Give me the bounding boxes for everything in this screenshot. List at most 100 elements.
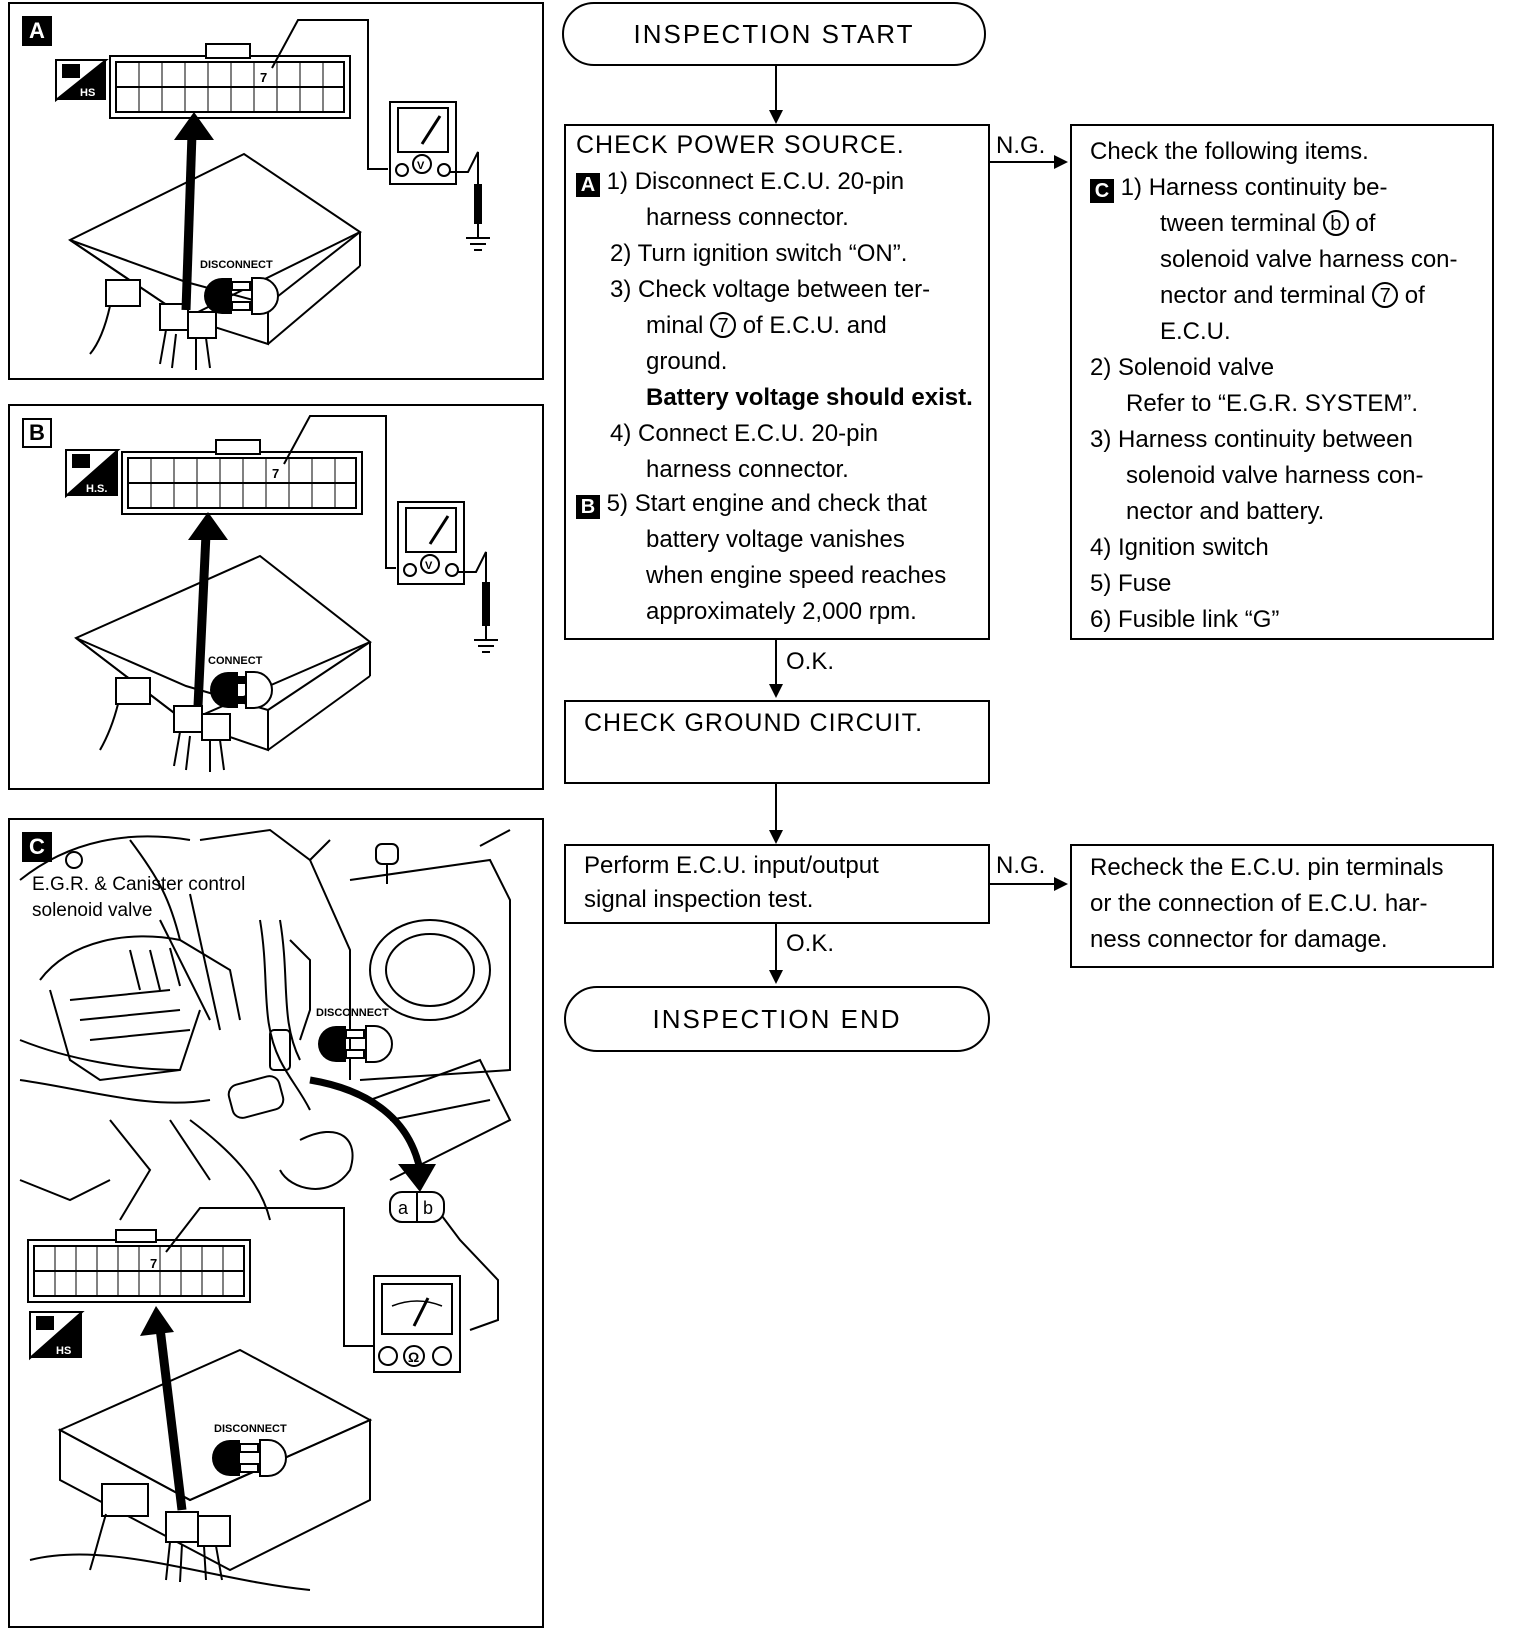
terminal-7-icon: 7 — [1372, 282, 1399, 308]
check-item4: 4) Ignition switch — [1090, 534, 1269, 561]
ohmmeter-icon — [373, 1275, 461, 1373]
disconnect-icon — [318, 1025, 393, 1063]
probe-lead — [283, 415, 396, 569]
step1-item1-line2: harness connector. — [646, 204, 849, 231]
hs-label: HS — [56, 1345, 71, 1357]
ecu-connector-20pin — [121, 439, 363, 515]
ok-label-2: O.K. — [786, 930, 835, 957]
svg-text:b: b — [423, 1198, 433, 1218]
inspection-end: INSPECTION END — [564, 986, 990, 1052]
check-item1: C 1) Harness continuity be- — [1090, 170, 1387, 205]
check-ground-circuit-title: CHECK GROUND CIRCUIT. — [584, 709, 924, 737]
ecu-connector-20pin — [27, 1229, 251, 1303]
recheck-box — [1070, 844, 1494, 968]
engine-bay-diagram-c: E.G.R. & Canister control solenoid valve… — [19, 828, 512, 1591]
solenoid-connector-ab — [389, 1191, 445, 1223]
check-item3: 3) Harness continuity between — [1090, 426, 1413, 453]
svg-text:V: V — [417, 160, 425, 172]
check-items-box — [1070, 124, 1494, 640]
figure-c: C — [8, 818, 544, 1628]
step1-item5-line3: when engine speed reaches — [646, 562, 947, 589]
voltmeter-icon — [389, 101, 457, 185]
recheck-line2: or the connection of E.C.U. har- — [1090, 890, 1428, 917]
tag-c-icon: C — [1090, 179, 1114, 203]
tag-b-icon: B — [576, 495, 600, 519]
up-arrow-icon — [181, 133, 197, 311]
check-item6: 6) Fusible link “G” — [1090, 606, 1280, 633]
check-item5: 5) Fuse — [1090, 570, 1172, 597]
svg-text:DISCONNECT: DISCONNECT — [316, 1007, 389, 1019]
recheck-line1: Recheck the E.C.U. pin terminals — [1090, 854, 1444, 881]
ecu-voltage-diagram-b: H.S. 7 V — [65, 415, 498, 772]
terminal-b-icon: b — [1322, 210, 1349, 236]
recheck-line3: ness connector for damage. — [1090, 926, 1388, 953]
svg-text:V: V — [425, 560, 433, 572]
step1-item5-line4: approximately 2,000 rpm. — [646, 598, 917, 625]
step1-item5-line2: battery voltage vanishes — [646, 526, 905, 553]
figure-a: A HS 7 — [8, 2, 544, 380]
ecu-voltage-diagram-a: HS 7 V — [55, 19, 490, 370]
solenoid-callout-line2: solenoid valve — [32, 900, 152, 921]
step1-item5: B 5) Start engine and check that — [576, 486, 927, 521]
check-item3-line3: nector and battery. — [1126, 498, 1325, 525]
step1-item3: 3) Check voltage between ter- — [610, 276, 931, 303]
pin-7-label: 7 — [260, 70, 267, 85]
check-item1-line2: tween terminal b of — [1160, 210, 1376, 237]
step1-item1: A 1) Disconnect E.C.U. 20-pin — [576, 164, 904, 199]
check-power-source-box — [564, 124, 990, 640]
step1-item4-line2: harness connector. — [646, 456, 849, 483]
figure-tag-b: B — [22, 418, 52, 448]
svg-text:7: 7 — [272, 466, 279, 481]
figure-tag-c: C — [22, 832, 52, 862]
disconnect-label: DISCONNECT — [200, 259, 273, 271]
ecu-connector-20pin — [109, 43, 351, 119]
check-item1-line4: nector and terminal 7 of — [1160, 282, 1425, 309]
ng-label-2: N.G. — [996, 852, 1046, 879]
svg-text:7: 7 — [150, 1256, 157, 1271]
inspection-start: INSPECTION START — [562, 2, 986, 66]
connect-icon — [210, 671, 273, 709]
probe-lead — [165, 1207, 374, 1347]
hs-badge-icon — [65, 449, 121, 499]
disconnect-icon — [204, 277, 279, 315]
ecu-unit — [29, 1348, 373, 1591]
terminal-7-icon: 7 — [710, 312, 737, 338]
hs-label: H.S. — [86, 483, 107, 495]
check-item2: 2) Solenoid valve — [1090, 354, 1275, 381]
up-arrow-icon — [155, 1327, 187, 1511]
hs-label: HS — [80, 87, 95, 99]
curved-arrow-icon — [309, 1076, 424, 1171]
ecu-signal-test-line2: signal inspection test. — [584, 886, 814, 913]
hs-badge-icon — [55, 59, 109, 103]
step1-item3-line3: ground. — [646, 348, 728, 375]
check-items-title: Check the following items. — [1090, 138, 1369, 165]
ng-label-1: N.G. — [996, 132, 1046, 159]
ecu-signal-test-box — [564, 844, 990, 924]
ecu-signal-test-line1: Perform E.C.U. input/output — [584, 852, 879, 879]
check-item1-line5: E.C.U. — [1160, 318, 1231, 345]
step1-item3-line2: minal 7 of E.C.U. and — [646, 312, 887, 339]
up-arrow-icon — [193, 533, 211, 707]
solenoid-callout-line1: E.G.R. & Canister control — [32, 874, 245, 895]
probe-lead — [271, 19, 388, 170]
connect-label: CONNECT — [208, 655, 263, 667]
disconnect-icon — [212, 1439, 287, 1477]
check-item2-line2: Refer to “E.G.R. SYSTEM”. — [1126, 390, 1419, 417]
svg-text:a: a — [398, 1198, 409, 1218]
ok-label-1: O.K. — [786, 648, 835, 675]
ecu-unit — [68, 152, 362, 370]
ecu-unit — [74, 554, 372, 772]
check-power-source-title: CHECK POWER SOURCE. — [576, 131, 905, 159]
step1-item3-note: Battery voltage should exist. — [646, 384, 973, 411]
check-item1-line3: solenoid valve harness con- — [1160, 246, 1458, 273]
tag-a-icon: A — [576, 173, 600, 197]
step1-item4: 4) Connect E.C.U. 20-pin — [610, 420, 879, 447]
check-item3-line2: solenoid valve harness con- — [1126, 462, 1424, 489]
step1-item2: 2) Turn ignition switch “ON”. — [610, 240, 908, 267]
figure-tag-a: A — [22, 16, 52, 46]
svg-text:Ω: Ω — [408, 1349, 419, 1365]
figure-b: B H.S. 7 V — [8, 404, 544, 790]
hs-badge-icon — [29, 1311, 85, 1361]
svg-text:DISCONNECT: DISCONNECT — [214, 1423, 287, 1435]
